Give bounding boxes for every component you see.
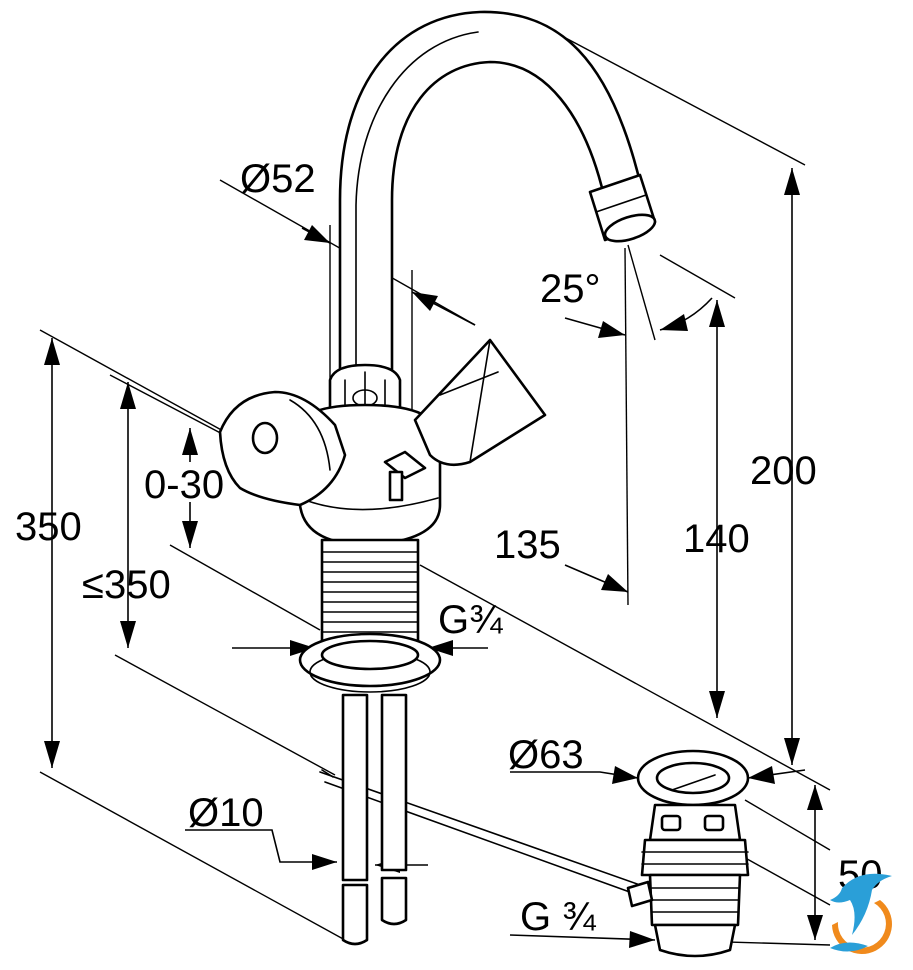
label-d52: Ø52 bbox=[240, 157, 316, 201]
label-d10: Ø10 bbox=[188, 791, 264, 835]
label-d63: Ø63 bbox=[508, 733, 584, 777]
label-thread-top: G¾ bbox=[438, 598, 503, 642]
dimension-lines bbox=[44, 168, 823, 948]
supply-pipe-left bbox=[341, 693, 369, 882]
popup-waste bbox=[626, 749, 750, 958]
label-h140: 140 bbox=[683, 517, 750, 561]
dolphin-logo-icon bbox=[830, 873, 892, 954]
dimension-labels: Ø52 25° 200 140 350 ≤350 0-30 135 G¾ Ø63… bbox=[15, 157, 883, 939]
label-r135: 135 bbox=[494, 523, 561, 567]
label-le350: ≤350 bbox=[82, 563, 171, 607]
label-h350: 350 bbox=[15, 505, 82, 549]
faucet-body bbox=[218, 10, 657, 946]
label-h200: 200 bbox=[750, 449, 817, 493]
supply-pipe-right bbox=[380, 693, 408, 872]
label-range: 0-30 bbox=[144, 463, 224, 507]
label-angle: 25° bbox=[540, 267, 601, 311]
label-thread-bottom: G ¾ bbox=[520, 895, 596, 939]
